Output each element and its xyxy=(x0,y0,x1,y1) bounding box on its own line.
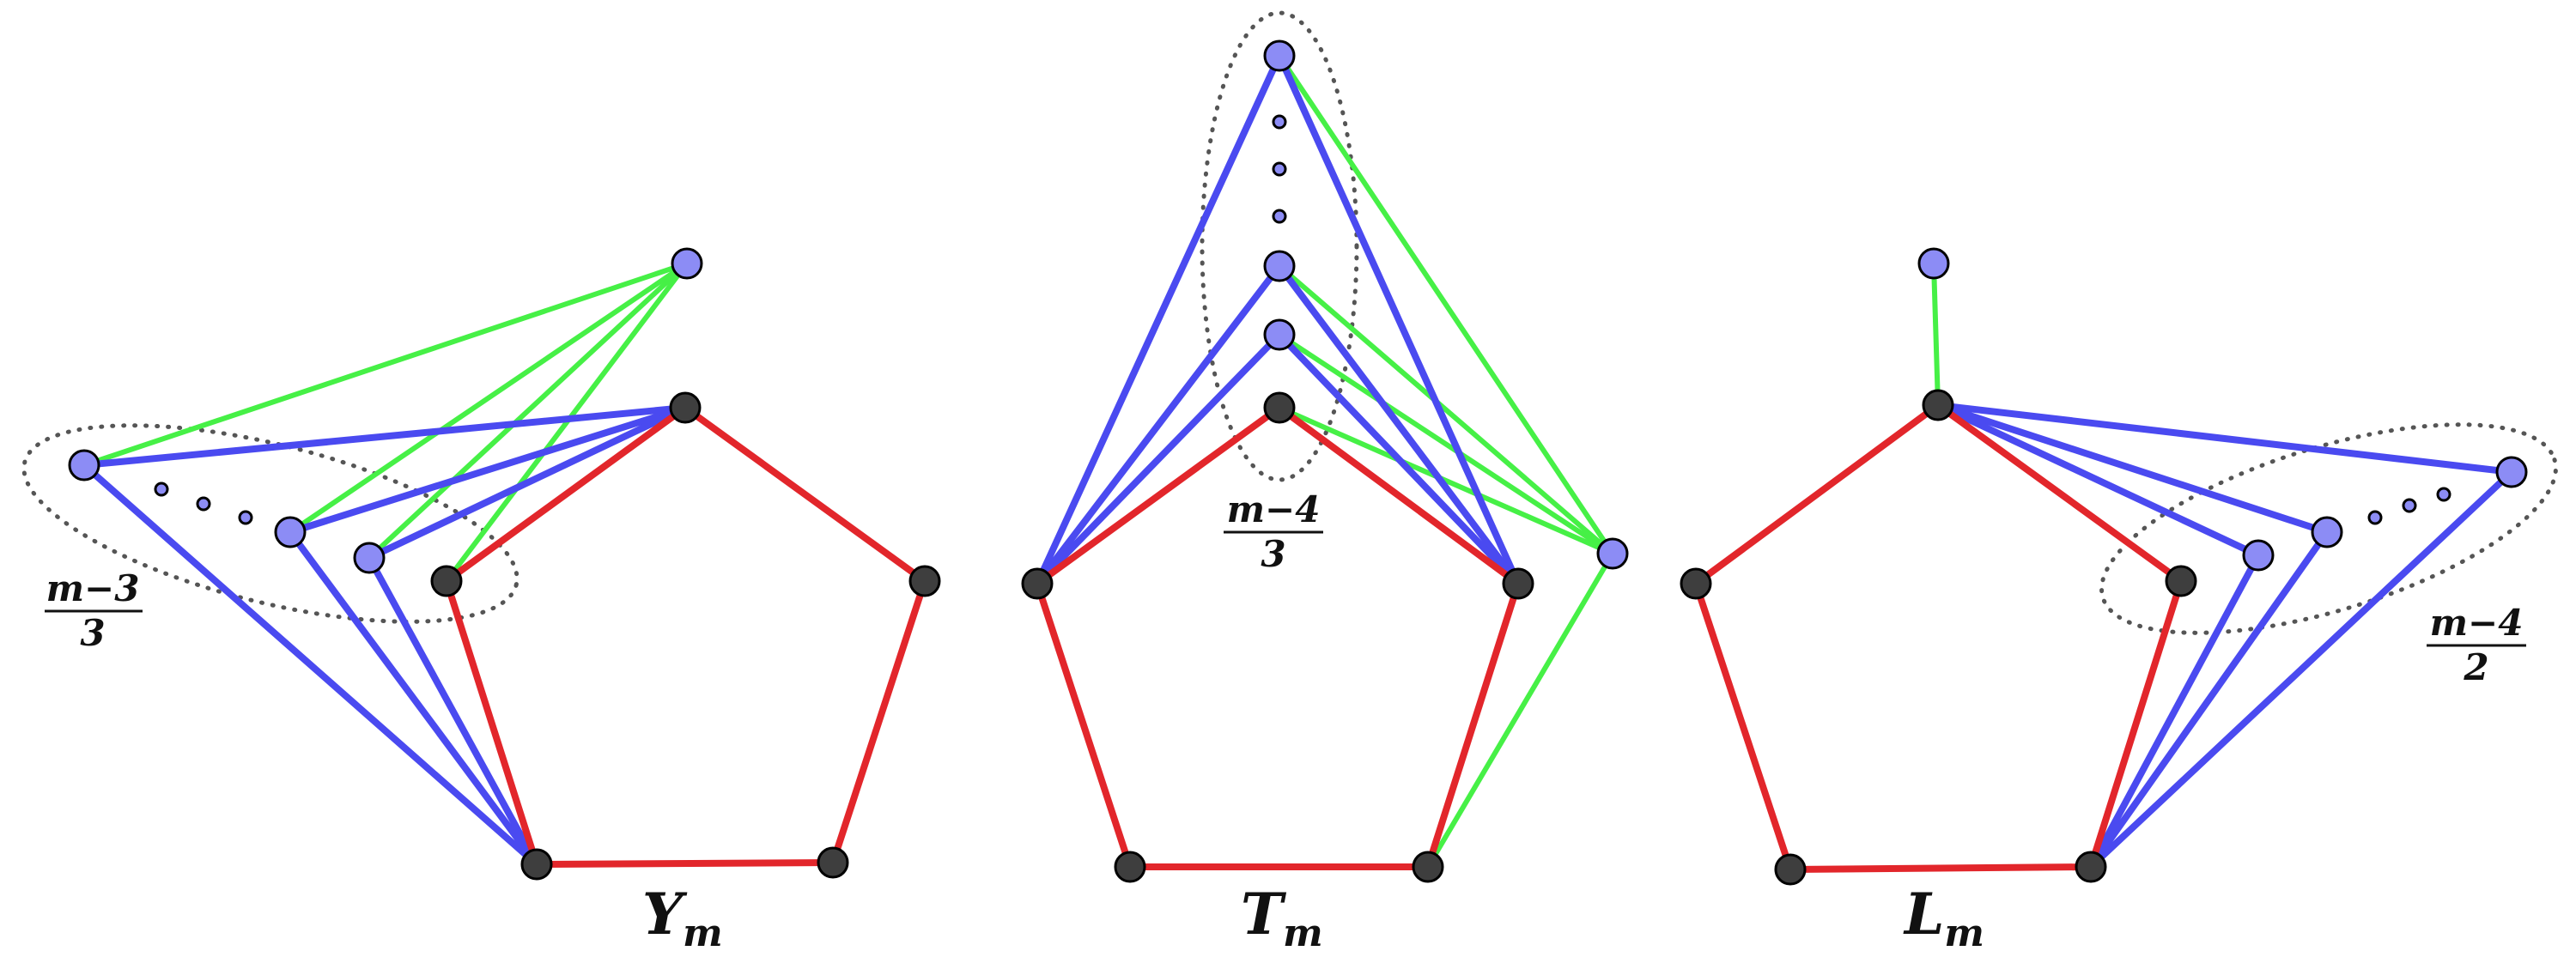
ellipsis-dot xyxy=(2367,510,2383,525)
fraction-denominator: 3 xyxy=(1261,533,1285,575)
extra-node xyxy=(1263,318,1296,351)
cycle-edge xyxy=(2087,578,2184,870)
extra-node xyxy=(68,449,100,482)
ellipsis-dot xyxy=(2402,498,2417,513)
green-edge xyxy=(1931,261,1941,408)
blue-edge xyxy=(2087,529,2330,870)
cycle-node xyxy=(1021,567,1054,600)
cycle-node xyxy=(520,848,553,881)
blue-edge xyxy=(1276,52,1522,587)
extra-node xyxy=(1263,39,1296,72)
cycle-node xyxy=(1263,391,1296,424)
graph-subscript: m xyxy=(1283,912,1323,955)
blue-edge xyxy=(2087,469,2515,870)
cycle-node xyxy=(1412,851,1444,883)
cycle-node xyxy=(1680,567,1712,600)
cycle-node xyxy=(1922,389,1954,421)
cycle-edge xyxy=(1276,404,1522,587)
blue-edge xyxy=(1935,402,2515,475)
cycle-edge xyxy=(1425,580,1522,870)
cycle-edge xyxy=(1692,580,1794,873)
blue-edge xyxy=(1034,52,1283,587)
graph-name: Y xyxy=(642,881,688,948)
graph-label: Lm xyxy=(1903,881,1984,955)
cycle-node xyxy=(1774,853,1807,886)
cycle-node xyxy=(1114,851,1146,883)
blue-edge xyxy=(1276,263,1522,587)
graph-l-m: m−4 2 Lm xyxy=(1680,247,2558,955)
blue-edge xyxy=(1935,402,2262,559)
green-edge xyxy=(288,261,690,535)
extra-node xyxy=(2311,516,2343,548)
extra-node xyxy=(1596,537,1629,570)
group-ellipse-t xyxy=(1200,10,1359,482)
blue-edge xyxy=(1935,402,2330,536)
blue-edge xyxy=(81,404,689,469)
blue-edge xyxy=(366,554,540,868)
green-edge xyxy=(1277,405,1615,556)
cycle-edge xyxy=(682,404,928,584)
ellipsis-dot xyxy=(1272,161,1287,177)
cycle-node xyxy=(430,565,463,597)
blue-edge xyxy=(1276,331,1522,587)
cycle-node xyxy=(817,846,849,879)
cycle-edge xyxy=(1935,402,2184,584)
blue-edge xyxy=(81,462,540,868)
graph-name: L xyxy=(1903,881,1944,948)
fraction-denominator: 3 xyxy=(80,612,105,654)
graph-label: Tm xyxy=(1241,881,1323,955)
green-edge xyxy=(1277,53,1615,556)
cycle-node xyxy=(2165,565,2197,597)
fraction-denominator: 2 xyxy=(2463,646,2488,688)
cycle-edge xyxy=(1034,404,1283,587)
blue-edge xyxy=(366,404,689,561)
green-edge xyxy=(82,261,690,468)
extra-node xyxy=(1263,250,1296,282)
cycle-edge xyxy=(1034,580,1133,870)
blue-edge xyxy=(1034,263,1283,587)
cycle-node xyxy=(2075,851,2107,883)
extra-node xyxy=(671,247,703,280)
blue-edge xyxy=(287,404,689,536)
cycle-edge xyxy=(443,578,540,868)
extra-node xyxy=(274,516,307,548)
ellipsis-dot xyxy=(1272,209,1287,224)
blue-edge xyxy=(287,529,540,868)
fraction-numerator: m−4 xyxy=(1227,488,1321,530)
ellipsis-dot xyxy=(196,496,211,512)
cycle-edge xyxy=(443,404,689,584)
graph-name: T xyxy=(1241,881,1287,948)
green-edge xyxy=(367,261,690,560)
fraction-numerator: m−4 xyxy=(2430,602,2524,644)
blue-edge xyxy=(1034,331,1283,587)
graph-subscript: m xyxy=(1944,912,1984,955)
graph-label: Ym xyxy=(642,881,723,955)
cycle-node xyxy=(1502,567,1534,600)
cycle-node xyxy=(669,391,702,424)
green-edge xyxy=(1425,551,1615,869)
graph-y-m: m−3 3 Ym xyxy=(21,247,941,955)
green-edge xyxy=(1277,263,1615,556)
cycle-edge xyxy=(1692,402,1941,587)
cycle-edge xyxy=(829,578,928,866)
extra-node xyxy=(2242,539,2275,572)
cycle-edge xyxy=(1787,863,2094,873)
graph-subscript: m xyxy=(683,912,723,955)
fraction-numerator: m−3 xyxy=(46,567,140,609)
extra-node xyxy=(1917,247,1950,280)
ellipsis-dot xyxy=(2436,487,2451,502)
ellipsis-dot xyxy=(1272,114,1287,130)
graph-t-m: m−4 3 Tm xyxy=(1021,10,1629,955)
ellipsis-dot xyxy=(154,482,169,497)
extra-node xyxy=(353,542,386,574)
cycle-node xyxy=(908,565,941,597)
extra-node xyxy=(2495,456,2528,488)
blue-edge xyxy=(2087,552,2262,870)
green-edge xyxy=(1277,332,1615,556)
ellipsis-dot xyxy=(238,510,253,525)
cycle-edge xyxy=(533,859,836,868)
